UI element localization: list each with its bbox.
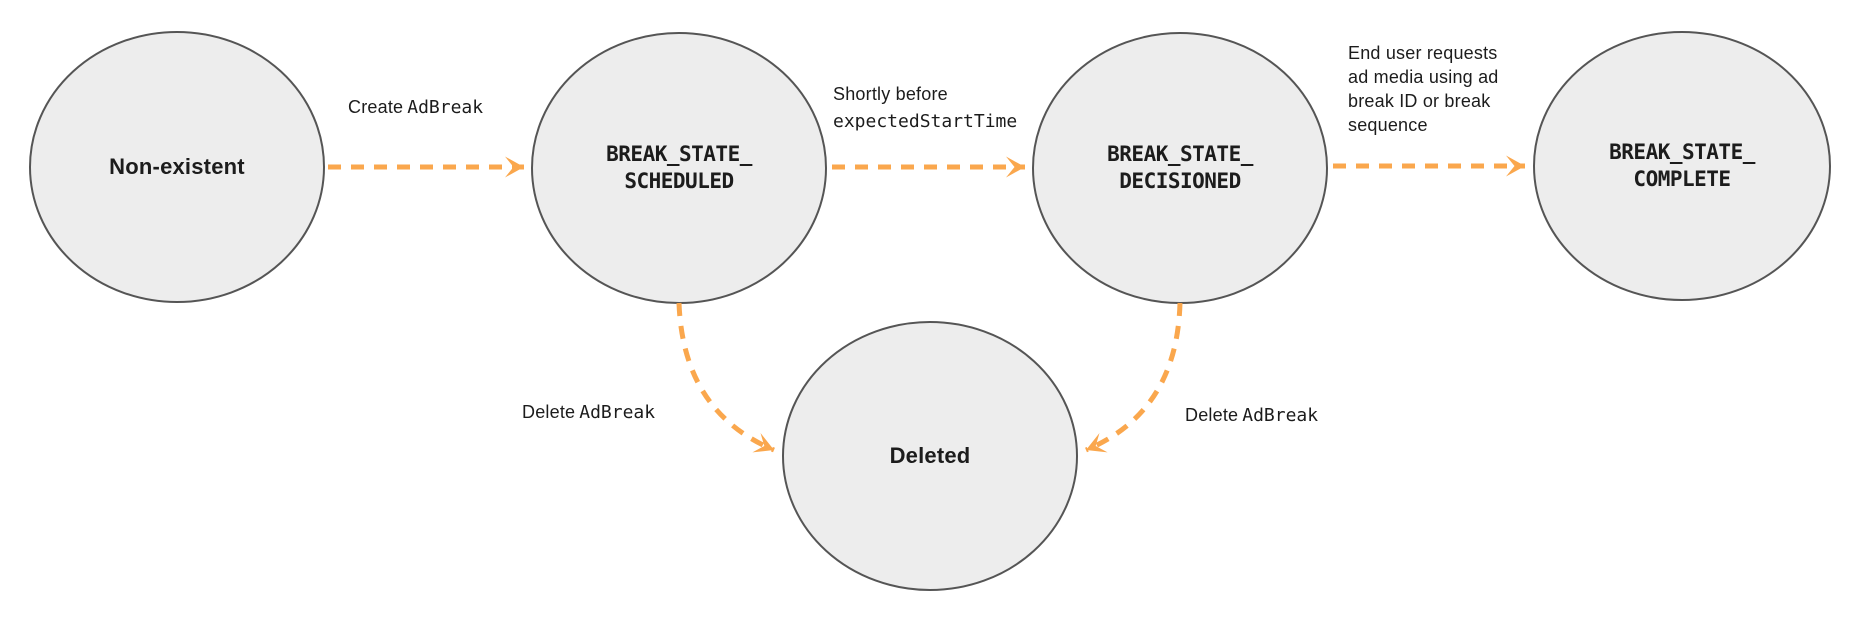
transition-label-shortly-before: Shortly before expectedStartTime — [833, 80, 1017, 136]
state-label-line2: DECISIONED — [1119, 169, 1241, 193]
state-node-deleted — [782, 321, 1078, 591]
transition-label-end-user-request: End user requests ad media using ad brea… — [1348, 41, 1499, 137]
state-label-line2: SCHEDULED — [624, 169, 734, 193]
transition-arrow-delete-from-decisioned — [1085, 302, 1183, 453]
transition-label-code: expectedStartTime — [833, 111, 1018, 132]
transition-label-text: Delete — [522, 402, 576, 422]
transition-label-line: ad media using ad — [1348, 67, 1499, 87]
state-label-line2: COMPLETE — [1633, 167, 1731, 191]
state-label-break-state-decisioned: BREAK_STATE_ DECISIONED — [1033, 33, 1327, 303]
transition-label-code: AdBreak — [407, 97, 484, 118]
transition-label-code: AdBreak — [1242, 405, 1319, 426]
transition-arrow-delete-from-scheduled — [676, 302, 775, 453]
transition-label-line: End user requests — [1348, 43, 1498, 63]
state-label-line1: BREAK_STATE_ — [1107, 142, 1253, 166]
state-label-non-existent: Non-existent — [109, 154, 245, 179]
transition-label-text: Create — [348, 97, 404, 117]
transition-label-line: sequence — [1348, 115, 1428, 135]
transition-label-text: Shortly before — [833, 84, 948, 104]
state-label-deleted: Deleted — [889, 443, 971, 468]
state-node-non-existent — [29, 31, 325, 303]
transition-label-line: break ID or break — [1348, 91, 1491, 111]
state-label-line1: BREAK_STATE_ — [606, 142, 752, 166]
state-label-break-state-complete: BREAK_STATE_ COMPLETE — [1534, 32, 1830, 300]
state-node-break-state-complete — [1533, 31, 1831, 301]
state-label-line1: BREAK_STATE_ — [1609, 140, 1755, 164]
state-label-break-state-scheduled: BREAK_STATE_ SCHEDULED — [532, 33, 826, 303]
transition-label-text: Delete — [1185, 405, 1239, 425]
transition-label-code: AdBreak — [579, 402, 656, 423]
